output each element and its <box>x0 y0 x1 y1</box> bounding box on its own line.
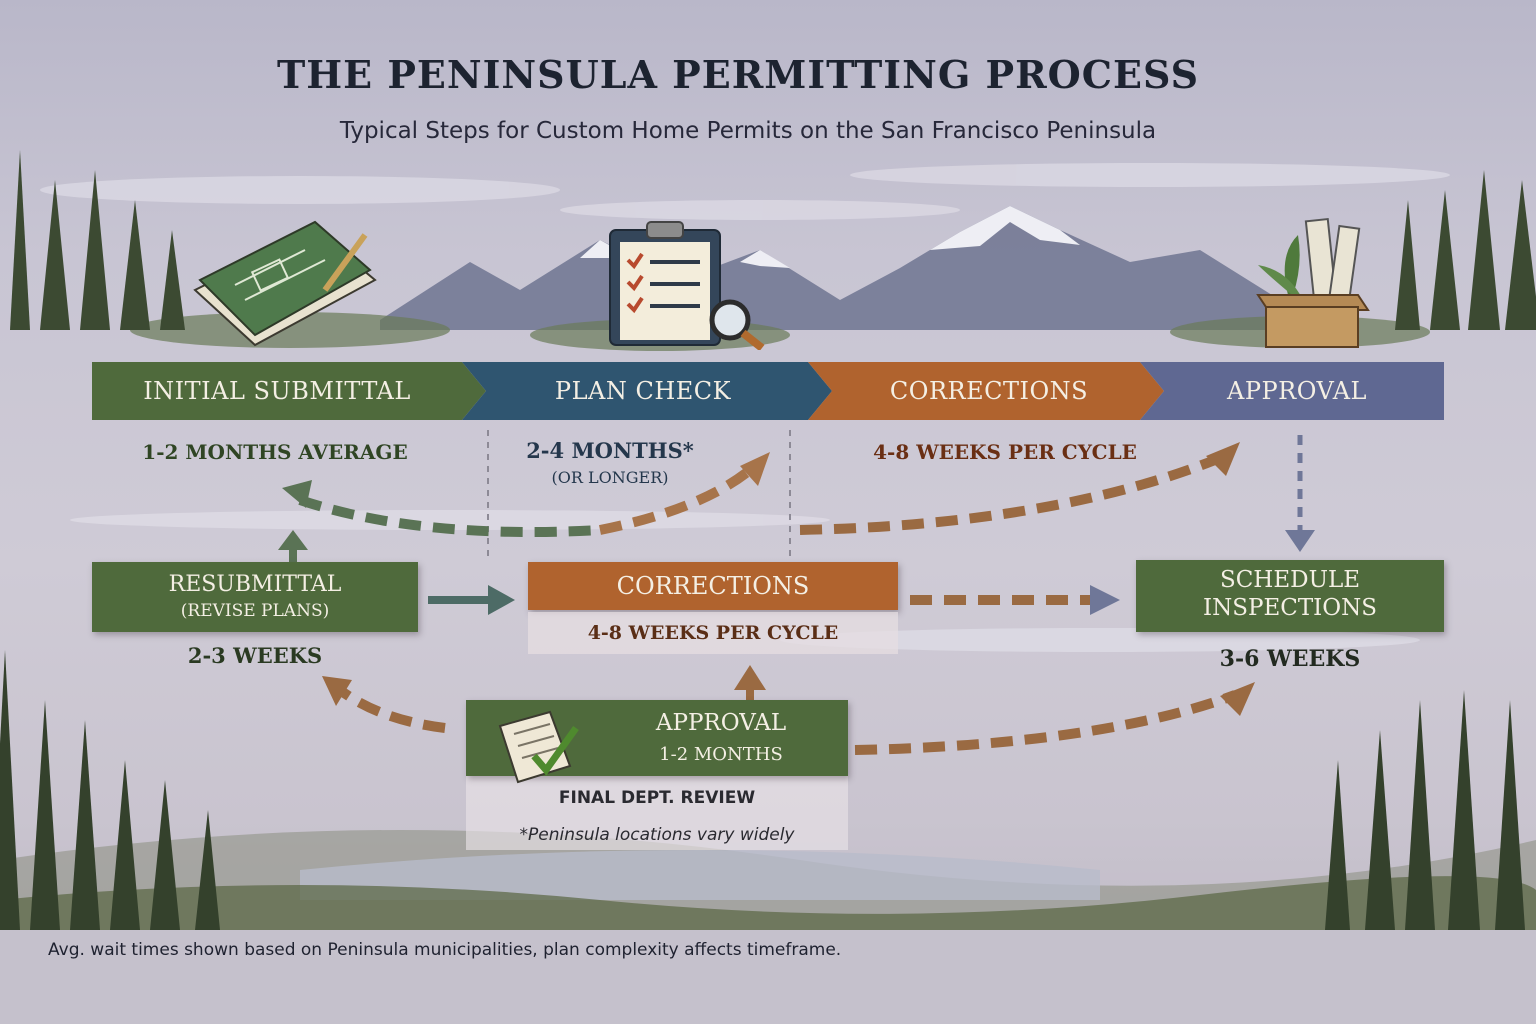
schedule-label-line2: INSPECTIONS <box>1136 595 1444 621</box>
plan-check-duration: 2-4 MONTHS* <box>490 438 730 463</box>
footer-note: Avg. wait times shown based on Peninsula… <box>48 940 1148 960</box>
approval-note: FINAL DEPT. REVIEW <box>466 788 848 808</box>
schedule-inspections-box: SCHEDULE INSPECTIONS <box>1136 560 1444 632</box>
corrections-mid-label: CORRECTIONS <box>528 562 898 610</box>
plan-check-duration-note: (OR LONGER) <box>490 468 730 487</box>
resubmittal-duration: 2-3 WEEKS <box>92 643 418 668</box>
footnote: *Peninsula locations vary widely <box>466 825 848 845</box>
schedule-duration: 3-6 WEEKS <box>1136 646 1444 672</box>
document-check-icon <box>490 706 590 786</box>
initial-submittal-duration: 1-2 MONTHS AVERAGE <box>110 440 440 464</box>
corrections-duration: 4-8 WEEKS PER CYCLE <box>820 440 1190 464</box>
resubmittal-sublabel: (REVISE PLANS) <box>92 601 418 621</box>
corrections-mid-duration: 4-8 WEEKS PER CYCLE <box>528 612 898 654</box>
stage-label-approval: APPROVAL <box>1150 362 1444 420</box>
schedule-label-line1: SCHEDULE <box>1136 567 1444 593</box>
resubmittal-box: RESUBMITTAL (REVISE PLANS) <box>92 562 418 632</box>
approval-duration: 1-2 MONTHS <box>596 744 846 765</box>
stage-label-plan-check: PLAN CHECK <box>470 362 816 420</box>
stage-label-initial-submittal: INITIAL SUBMITTAL <box>92 362 462 420</box>
stage-label-corrections: CORRECTIONS <box>818 362 1160 420</box>
resubmittal-label: RESUBMITTAL <box>92 572 418 597</box>
corrections-mid-box: CORRECTIONS <box>528 562 898 610</box>
approval-label: APPROVAL <box>596 710 846 736</box>
